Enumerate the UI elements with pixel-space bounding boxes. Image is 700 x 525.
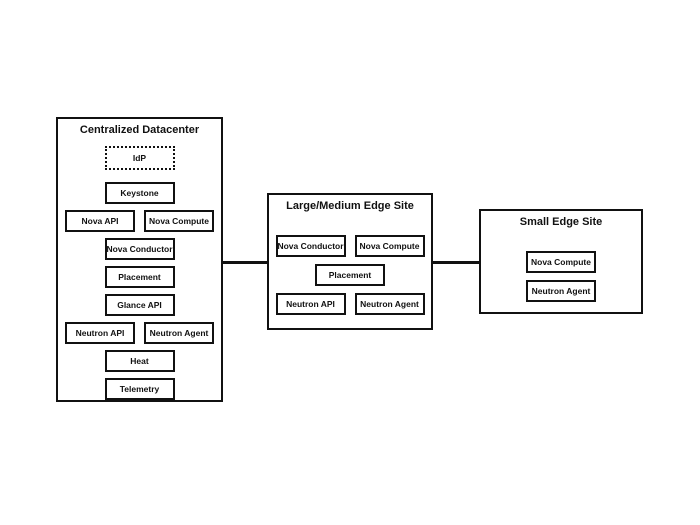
row-idp: IdP [104, 146, 175, 176]
cd-node-heat: Heat [104, 350, 175, 372]
site-box-small-edge: Small Edge Site Nova Compute Neutron Age… [479, 209, 643, 314]
row-keystone: Keystone [104, 182, 175, 204]
row-nova-conductor: Nova Conductor [104, 238, 175, 260]
lm-node-neutron-api: Neutron API [275, 293, 346, 315]
row-nova-compute: Nova Compute [526, 251, 596, 273]
cd-node-keystone: Keystone [104, 182, 175, 204]
lm-node-neutron-agent: Neutron Agent [354, 293, 425, 315]
se-node-nova-compute: Nova Compute [526, 251, 596, 273]
row-placement: Placement [315, 264, 385, 286]
cd-node-neutron-api: Neutron API [65, 322, 135, 344]
se-node-neutron-agent: Neutron Agent [526, 280, 596, 302]
cd-node-placement: Placement [104, 266, 175, 288]
cd-node-idp: IdP [104, 146, 175, 170]
site-title-small-edge: Small Edge Site [519, 216, 603, 228]
lm-node-nova-compute: Nova Compute [354, 235, 425, 257]
site-box-centralized-datacenter: Centralized Datacenter IdP Keystone Nova… [56, 117, 223, 402]
cd-node-glance-api: Glance API [104, 294, 175, 316]
centralized-components: IdP Keystone Nova API Nova Compute Nova … [65, 146, 214, 400]
small-edge-components: Nova Compute Neutron Agent [526, 251, 596, 302]
site-title-large-medium-edge: Large/Medium Edge Site [286, 200, 414, 212]
lm-node-nova-conductor: Nova Conductor [275, 235, 346, 257]
large-medium-components: Nova Conductor Nova Compute Placement Ne… [275, 235, 425, 315]
row-placement: Placement [104, 266, 175, 288]
row-nova-conductor-compute: Nova Conductor Nova Compute [275, 235, 425, 257]
connector-datacenter-to-large-edge [221, 261, 269, 264]
cd-node-nova-compute: Nova Compute [144, 210, 214, 232]
cd-node-nova-api: Nova API [65, 210, 135, 232]
row-telemetry: Telemetry [104, 378, 175, 400]
site-box-large-medium-edge: Large/Medium Edge Site Nova Conductor No… [267, 193, 433, 330]
row-neutron-api-agent: Neutron API Neutron Agent [275, 293, 425, 315]
lm-node-placement: Placement [315, 264, 385, 286]
cd-node-neutron-agent: Neutron Agent [144, 322, 214, 344]
site-title-centralized-datacenter: Centralized Datacenter [79, 124, 200, 136]
cd-node-nova-conductor: Nova Conductor [104, 238, 175, 260]
row-glance-api: Glance API [104, 294, 175, 316]
row-neutron-api-agent: Neutron API Neutron Agent [65, 322, 214, 344]
connector-large-edge-to-small-edge [432, 261, 481, 264]
cd-node-telemetry: Telemetry [104, 378, 175, 400]
row-neutron-agent: Neutron Agent [526, 280, 596, 302]
row-nova-api-compute: Nova API Nova Compute [65, 210, 214, 232]
row-heat: Heat [104, 350, 175, 372]
